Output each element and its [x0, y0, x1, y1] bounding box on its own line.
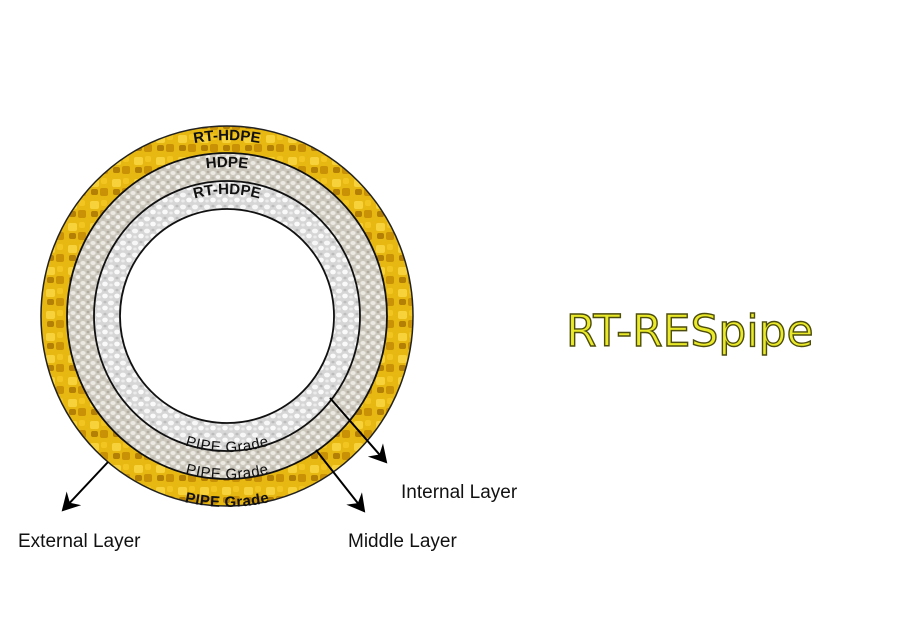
- middle-top-label: HDPE: [205, 154, 249, 172]
- inner-bottom-label: PIPE Grade: [184, 433, 271, 456]
- outer-bottom-label: PIPE Grade: [184, 489, 271, 511]
- external-layer-arrow: [61, 461, 109, 512]
- internal-layer-arrow: [329, 397, 388, 464]
- outer-top-label: RT-HDPE: [192, 127, 262, 147]
- middle-bottom-label: PIPE Grade: [184, 461, 270, 483]
- middle-layer-label: Middle Layer: [348, 531, 457, 552]
- product-title: RT-RESpipe: [566, 306, 814, 357]
- external-layer-label: External Layer: [18, 531, 141, 552]
- middle-layer-arrow: [315, 449, 366, 513]
- pipe-bore: [119, 208, 335, 424]
- inner-top-label: RT-HDPE: [191, 181, 262, 202]
- internal-layer-label: Internal Layer: [401, 482, 518, 503]
